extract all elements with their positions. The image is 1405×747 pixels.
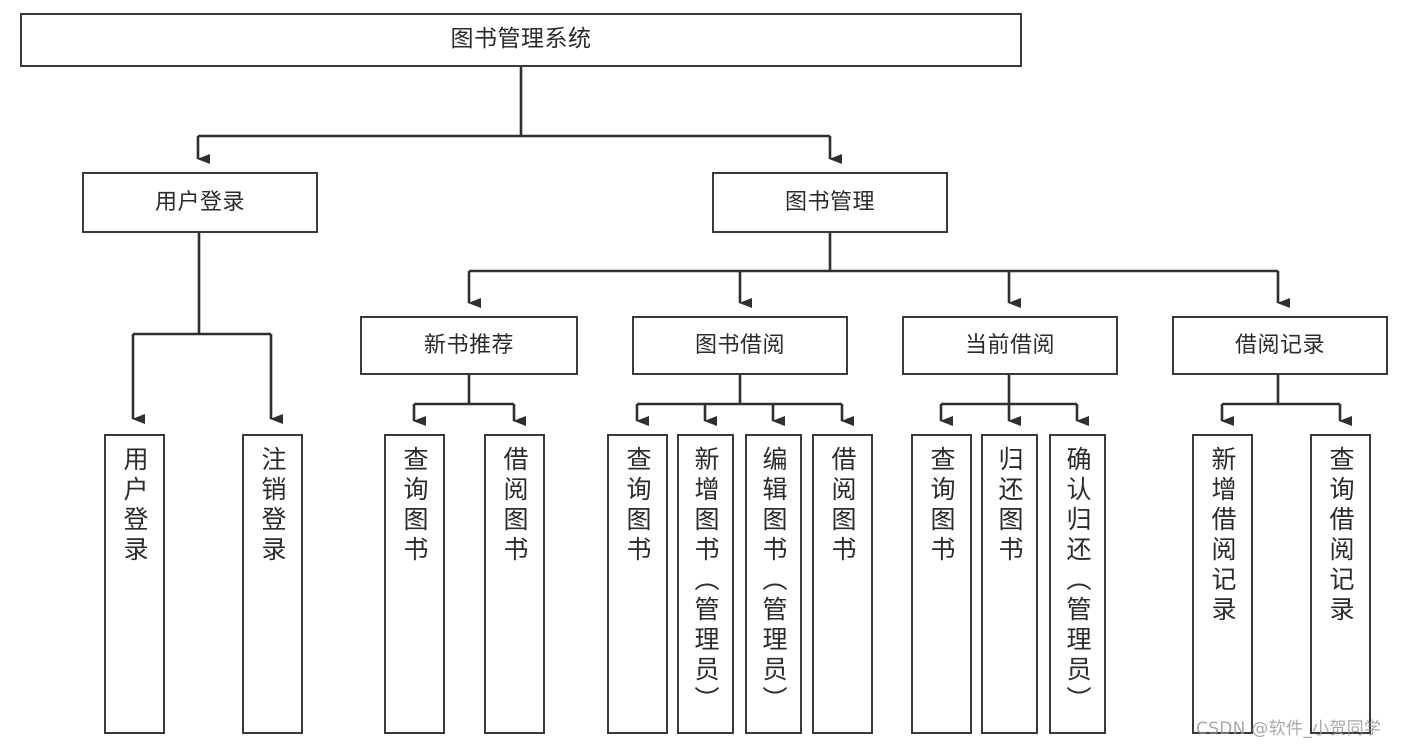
node-label: 图书管理	[784, 189, 875, 215]
node-label: 查询借阅记录	[1326, 446, 1355, 626]
leaf-borrow-edit-book-admin[interactable]: 编辑图书（管理员）	[745, 434, 802, 734]
leaf-record-query-record[interactable]: 查询借阅记录	[1310, 434, 1371, 734]
node-label: 确认归还（管理员）	[1063, 446, 1092, 716]
node-book-borrow[interactable]: 图书借阅	[632, 316, 848, 375]
leaf-borrow-borrow-book[interactable]: 借阅图书	[812, 434, 873, 734]
node-label: 新增借阅记录	[1208, 446, 1237, 626]
leaf-user-login-login[interactable]: 用户登录	[104, 434, 165, 734]
node-label: 归还图书	[995, 446, 1024, 566]
node-label: 图书借阅	[694, 332, 785, 358]
node-label: 图书管理系统	[450, 26, 592, 53]
node-label: 用户登录	[120, 446, 149, 566]
leaf-current-return-book[interactable]: 归还图书	[981, 434, 1038, 734]
leaf-recommend-borrow-book[interactable]: 借阅图书	[484, 434, 545, 734]
node-label: 借阅记录	[1234, 332, 1325, 358]
node-book-management[interactable]: 图书管理	[712, 172, 948, 233]
node-label: 新书推荐	[423, 332, 514, 358]
node-borrow-record[interactable]: 借阅记录	[1172, 316, 1388, 375]
node-label: 编辑图书（管理员）	[759, 446, 788, 716]
node-label: 注销登录	[258, 446, 287, 566]
node-new-book-recommend[interactable]: 新书推荐	[360, 316, 578, 375]
node-label: 查询图书	[400, 446, 429, 566]
node-label: 新增图书（管理员）	[691, 446, 720, 716]
leaf-current-confirm-return-admin[interactable]: 确认归还（管理员）	[1049, 434, 1106, 734]
node-label: 当前借阅	[964, 332, 1055, 358]
node-root-system[interactable]: 图书管理系统	[20, 13, 1022, 67]
node-label: 用户登录	[154, 189, 245, 215]
leaf-user-login-logout[interactable]: 注销登录	[242, 434, 303, 734]
leaf-recommend-query-book[interactable]: 查询图书	[384, 434, 445, 734]
node-current-borrow[interactable]: 当前借阅	[902, 316, 1118, 375]
leaf-current-query-book[interactable]: 查询图书	[911, 434, 972, 734]
leaf-record-add-record[interactable]: 新增借阅记录	[1192, 434, 1253, 734]
leaf-borrow-add-book-admin[interactable]: 新增图书（管理员）	[677, 434, 734, 734]
node-label: 查询图书	[623, 446, 652, 566]
node-label: 借阅图书	[828, 446, 857, 566]
leaf-borrow-query-book[interactable]: 查询图书	[607, 434, 668, 734]
node-label: 借阅图书	[500, 446, 529, 566]
node-label: 查询图书	[927, 446, 956, 566]
node-user-login[interactable]: 用户登录	[82, 172, 318, 233]
